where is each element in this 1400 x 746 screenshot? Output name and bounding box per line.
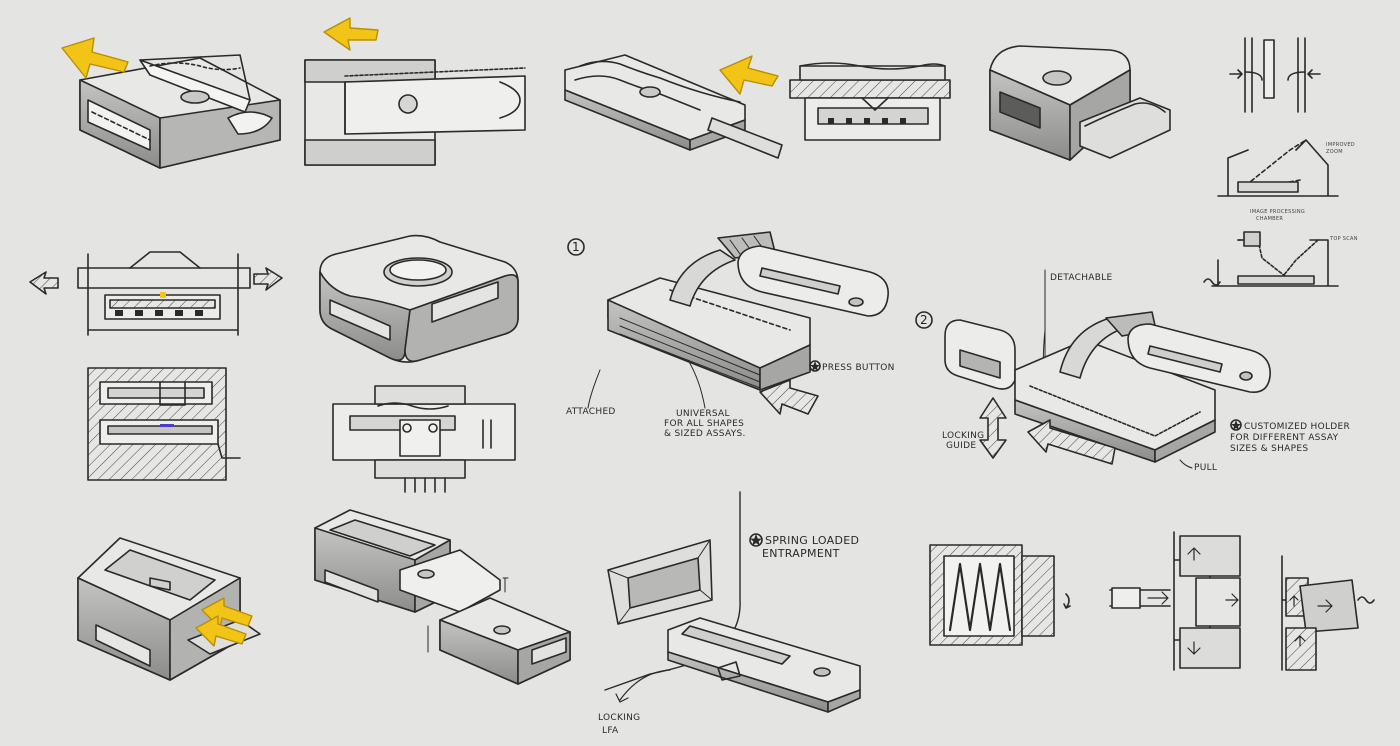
- concept-number-1-circle: [567, 238, 585, 256]
- sketch-slider-pins: [332, 385, 516, 493]
- sketch-open-tray: [79, 54, 281, 169]
- sketch-cross-section-rail: [789, 62, 951, 141]
- label-detachable: DETACHABLE: [1050, 273, 1113, 283]
- sketch-section-press: [77, 251, 251, 336]
- label-universal-1: UNIVERSAL: [676, 409, 730, 419]
- label-customized-1: CUSTOMIZED HOLDER: [1244, 422, 1350, 432]
- label-customized-3: SIZES & SHAPES: [1230, 444, 1308, 454]
- hatched-arrow-icon: [253, 267, 283, 291]
- yellow-arrow-icon: [719, 55, 779, 95]
- label-spring-loaded-2: ENTRAPMENT: [762, 547, 840, 560]
- label-pull: PULL: [1194, 463, 1217, 473]
- concept-number-1: 1: [572, 240, 580, 254]
- concept-number-2: 2: [920, 313, 928, 327]
- label-press-button: PRESS BUTTON: [822, 363, 895, 373]
- sketch-cube-drawer: [989, 45, 1171, 161]
- label-universal-2: FOR ALL SHAPES: [664, 419, 744, 429]
- sketch-spring-mechanisms: [929, 531, 1375, 671]
- label-top-scan: TOP SCAN: [1329, 236, 1358, 242]
- label-customized-2: FOR DIFFERENT ASSAY: [1230, 433, 1339, 443]
- label-improved-2: ZOOM: [1326, 149, 1343, 155]
- sketch-rounded-cube: [319, 234, 519, 363]
- concept-number-2-circle: [915, 311, 933, 329]
- hatched-arrow-icon: [29, 271, 59, 295]
- sketch-flat-plate: [304, 59, 526, 166]
- label-spring-loaded-1: SPRING LOADED: [765, 534, 859, 547]
- label-universal-3: & SIZED ASSAYS.: [664, 429, 746, 439]
- sketch-frame-tray: [314, 509, 571, 685]
- star-bullet-icon: [809, 360, 821, 372]
- star-bullet-icon: [1230, 419, 1242, 431]
- sketch-spring-entrapment: [604, 491, 861, 713]
- sketch-strip-carrier: [564, 54, 783, 159]
- label-locking-lfa-1: LOCKING: [598, 713, 640, 723]
- yellow-arrow-icon: [323, 17, 379, 51]
- sketch-hatched-housing: [87, 367, 241, 481]
- annotations: 1 2 ATTACHED UNIVERSAL FOR ALL SHAPES & …: [566, 142, 1358, 736]
- sketch-concept-2-holder: [944, 269, 1271, 469]
- label-improved-1: IMPROVED: [1326, 142, 1355, 148]
- label-locking-guide-1: LOCKING: [942, 431, 984, 441]
- label-attached: ATTACHED: [566, 407, 616, 417]
- label-image-processing-2: CHAMBER: [1256, 216, 1283, 222]
- star-bullet-icon: [749, 533, 763, 547]
- label-locking-guide-2: GUIDE: [946, 441, 976, 451]
- yellow-arrow-icon: [61, 37, 129, 79]
- label-locking-lfa-2: LFA: [602, 726, 619, 736]
- yellow-arrow-icon: [195, 597, 253, 647]
- label-image-processing-1: IMAGE PROCESSING: [1250, 209, 1305, 215]
- sketch-concept-1-reader: [587, 231, 889, 415]
- sketch-technical-details: [1203, 37, 1339, 287]
